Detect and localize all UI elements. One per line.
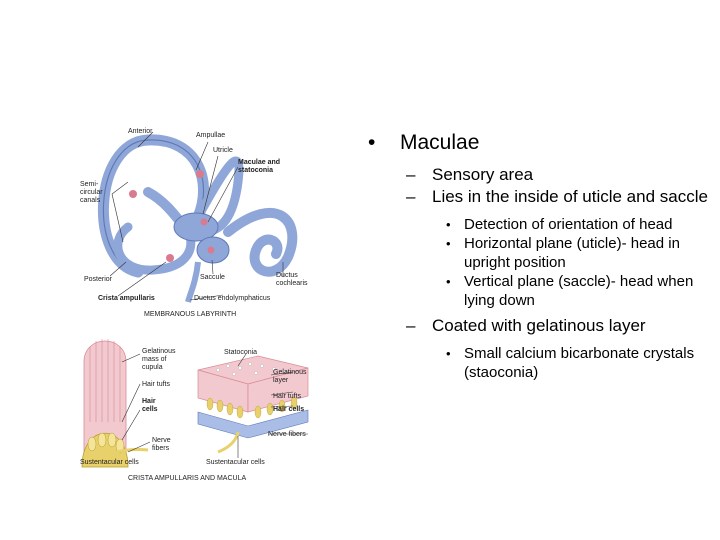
label-nerve-2: fibers [152, 445, 170, 452]
list-item: – Lies in the inside of uticle and saccl… [360, 186, 710, 208]
cochlear-duct-shape [223, 207, 298, 277]
slide-text: • Maculae – Sensory area – Lies in the i… [360, 130, 710, 382]
label-saccule: Saccule [200, 274, 225, 281]
macula-marker [207, 246, 215, 254]
label-anterior: Anterior [128, 128, 153, 135]
caption-membranous-labyrinth: MEMBRANOUS LABYRINTH [144, 311, 236, 318]
bullet-dot: • [446, 274, 451, 289]
label-ductus-cochlearis-1: Ductus [276, 272, 298, 279]
membranous-labyrinth-illustration: Anterior Ampullae Utricle Maculae and st… [80, 128, 309, 482]
bullet-dot: • [446, 217, 451, 232]
label-sustentacular-right: Sustentacular cells [206, 459, 265, 466]
label-posterior: Posterior [84, 276, 113, 283]
bullet-dash: – [406, 187, 416, 206]
crista-drawing [81, 339, 149, 468]
endolymphatic-duct-shape [185, 261, 201, 303]
heading-text: Maculae [400, 131, 480, 154]
label-ampullae: Ampullae [196, 132, 225, 139]
sub-list-item: • Vertical plane (saccle)- head when lyi… [360, 272, 710, 310]
macula-drawing [197, 355, 309, 454]
ampulla-marker [129, 190, 137, 198]
label-statoconia: Statoconia [224, 349, 257, 356]
label-crista-ampullaris: Crista ampullaris [98, 295, 155, 302]
label-gelatinous-1: Gelatinous [142, 348, 176, 355]
label-hair-cells-1: Hair [142, 398, 156, 405]
list-item-text: Coated with gelatinous layer [432, 316, 646, 335]
list-item: – Sensory area [360, 164, 710, 186]
bullet-dot: • [446, 346, 451, 361]
leader-lines-lower [121, 353, 308, 458]
sub-list-item: • Horizontal plane (uticle)- head in upr… [360, 234, 710, 272]
sub-list-item-text: Small calcium bicarbonate crystals (stao… [464, 345, 695, 381]
sub-list-item: • Small calcium bicarbonate crystals (st… [360, 344, 710, 382]
list-item: – Coated with gelatinous layer [360, 315, 710, 337]
sub-list-item-text: Horizontal plane (uticle)- head in uprig… [464, 235, 680, 271]
ampulla-marker [196, 170, 204, 178]
label-semicircular-1: Semi- [80, 181, 99, 188]
label-semicircular-3: canals [80, 197, 101, 204]
label-gelatinous-layer-2: layer [273, 377, 289, 384]
label-hair-tufts-left: Hair tufts [142, 381, 171, 388]
label-hair-tufts-right: Hair tufts [273, 393, 302, 400]
label-hair-cells-2: cells [142, 406, 158, 413]
ampulla-marker [166, 254, 174, 262]
label-ductus-cochlearis-2: cochlearis [276, 280, 308, 287]
label-sustentacular-left: Sustentacular cells [80, 459, 139, 466]
bullet-dash: – [406, 165, 416, 184]
list-item-text: Lies in the inside of uticle and saccle [432, 187, 708, 206]
label-nerve-1: Nerve [152, 437, 171, 444]
label-gelatinous-2: mass of [142, 356, 167, 363]
bullet-dot: • [368, 131, 376, 154]
label-gelatinous-3: cupula [142, 364, 163, 371]
label-utricle: Utricle [213, 147, 233, 154]
sub-list-item: • Detection of orientation of head [360, 215, 710, 234]
label-nerve-fibers-right: Nerve fibers [268, 431, 306, 438]
sub-list-item-text: Detection of orientation of head [464, 216, 673, 233]
macula-marker [200, 218, 208, 226]
label-maculae-2: statoconia [238, 167, 273, 174]
label-maculae-1: Maculae and [238, 159, 280, 166]
heading-bullet: • Maculae [360, 130, 710, 156]
sub-list-item-text: Vertical plane (saccle)- head when lying… [464, 273, 694, 309]
bullet-dash: – [406, 316, 416, 335]
label-hair-cells-right: Hair cells [273, 406, 304, 413]
list-item-text: Sensory area [432, 165, 534, 184]
caption-crista-and-macula: CRISTA AMPULLARIS AND MACULA [128, 475, 246, 482]
leader-lines [109, 131, 284, 301]
inner-ear-figure: Anterior Ampullae Utricle Maculae and st… [78, 122, 312, 486]
label-semicircular-2: circular [80, 189, 103, 196]
label-gelatinous-layer-1: Gelatinous [273, 369, 307, 376]
bullet-dot: • [446, 236, 451, 251]
utricle-shape [173, 212, 219, 242]
label-ductus-endolymphaticus: Ductus endolymphaticus [194, 295, 271, 302]
